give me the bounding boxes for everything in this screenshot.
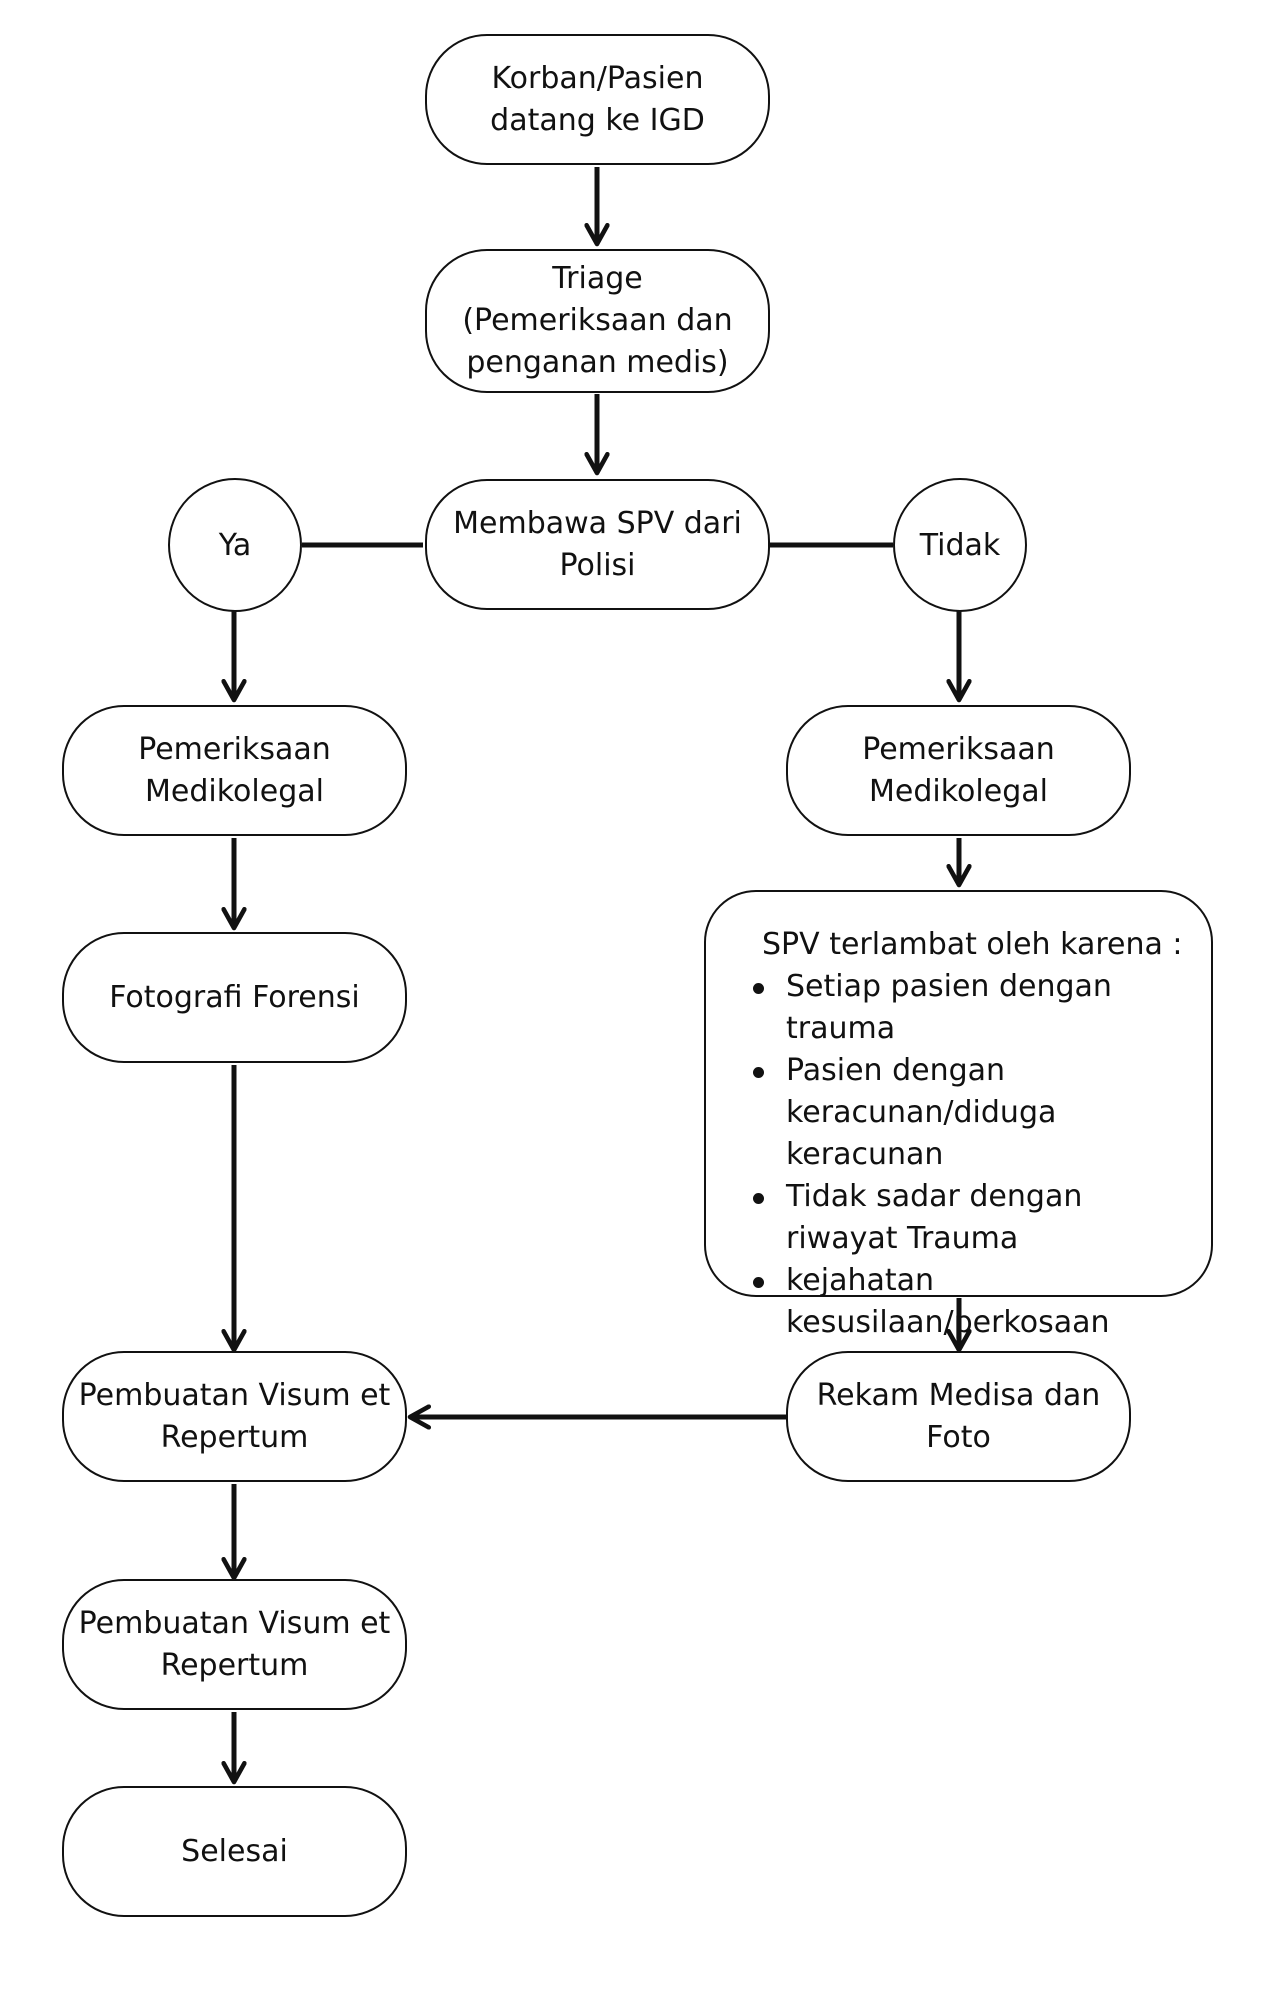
exam-right-line-2: Medikolegal (869, 773, 1048, 809)
note-item-3: Tidak sadar dengan riwayat Trauma (730, 1176, 1191, 1260)
exam-right-line-1: Pemeriksaan (862, 731, 1055, 767)
exam-left-line-1: Pemeriksaan (138, 731, 331, 767)
triage-node-line-2: (Pemeriksaan dan (462, 303, 733, 338)
exam-left-node: Pemeriksaan Medikolegal (62, 705, 407, 836)
forensic-photo-label: Fotografi Forensi (109, 979, 360, 1015)
note-item-4: kejahatan kesusilaan/perkosaan (730, 1260, 1191, 1344)
yes-branch-circle: Ya (168, 478, 302, 612)
spv-decision-node: Membawa SPV dari Polisi (425, 479, 770, 610)
visum-2-line-1: Pembuatan Visum et (78, 1605, 391, 1641)
records-line-1: Rekam Medisa dan (816, 1377, 1101, 1413)
end-label: Selesai (181, 1833, 288, 1869)
yes-label: Ya (218, 527, 252, 563)
start-node-line-2: datang ke IGD (490, 102, 705, 138)
records-line-2: Foto (926, 1419, 991, 1455)
visum-2-line-2: Repertum (160, 1647, 309, 1683)
no-label: Tidak (919, 527, 1001, 563)
spv-node-line-1: Membawa SPV dari (453, 505, 742, 541)
visum-1-line-1: Pembuatan Visum et (78, 1377, 391, 1413)
no-branch-circle: Tidak (893, 478, 1027, 612)
note-list: Setiap pasien dengan trauma Pasien denga… (730, 966, 1191, 1344)
end-node: Selesai (62, 1786, 407, 1917)
visum-node-1: Pembuatan Visum et Repertum (62, 1351, 407, 1482)
triage-node: Triage (Pemeriksaan dan penganan medis) (425, 249, 770, 393)
spv-node-line-2: Polisi (559, 547, 636, 583)
medical-record-node: Rekam Medisa dan Foto (786, 1351, 1131, 1482)
visum-node-2: Pembuatan Visum et Repertum (62, 1579, 407, 1710)
note-item-2: Pasien dengan keracunan/diduga keracunan (730, 1050, 1191, 1176)
visum-1-line-2: Repertum (160, 1419, 309, 1455)
exam-left-line-2: Medikolegal (145, 773, 324, 809)
start-node-line-1: Korban/Pasien (491, 60, 704, 96)
triage-node-line-3: penganan medis) (466, 345, 729, 380)
note-heading: SPV terlambat oleh karena : (762, 927, 1183, 962)
note-item-1: Setiap pasien dengan trauma (730, 966, 1191, 1050)
forensic-photo-node: Fotografi Forensi (62, 932, 407, 1063)
start-node: Korban/Pasien datang ke IGD (425, 34, 770, 165)
spv-delay-note: SPV terlambat oleh karena : Setiap pasie… (704, 890, 1213, 1340)
exam-right-node: Pemeriksaan Medikolegal (786, 705, 1131, 836)
triage-node-line-1: Triage (552, 261, 643, 296)
